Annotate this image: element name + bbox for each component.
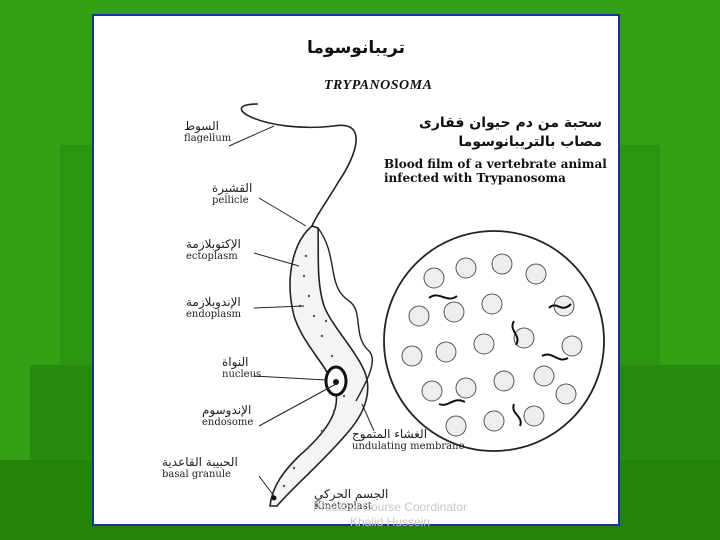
caption-line: مصاب بالتريبانوسوما bbox=[458, 133, 602, 150]
label-arabic: الحبيبة القاعدية bbox=[162, 455, 238, 469]
label-english: Kinetoplast bbox=[314, 501, 372, 513]
label-arabic: السوط bbox=[184, 119, 219, 133]
endosome-dot bbox=[333, 379, 339, 385]
label-arabic: الإكتوبلازمة bbox=[186, 237, 241, 251]
caption-line: infected with Trypanosoma bbox=[384, 170, 566, 185]
label-pellicle: القشيرة pellicle bbox=[212, 181, 253, 207]
caption-line: سحبة من دم حيوان فقارى bbox=[419, 115, 602, 131]
label-arabic: الإندوبلازمة bbox=[186, 295, 241, 309]
label-arabic: القشيرة bbox=[212, 181, 253, 195]
label-endosome: الإندوسوم endosome bbox=[202, 403, 254, 429]
label-english: endoplasm bbox=[186, 309, 241, 321]
footer-line: Khalid Hussein bbox=[349, 515, 431, 529]
label-arabic: الغشاء المتموج bbox=[352, 427, 428, 441]
flagellum-line bbox=[240, 103, 357, 227]
label-arabic: الجسم الحركي bbox=[314, 487, 389, 501]
label-english: basal granule bbox=[162, 469, 231, 481]
label-english: flagellum bbox=[184, 133, 232, 145]
basal-granule-dot bbox=[271, 495, 277, 501]
blood-film-caption-english: Blood film of a vertebrate animal infect… bbox=[384, 157, 624, 186]
label-english: ectoplasm bbox=[186, 251, 238, 263]
footer-credit: Practical Course Coordinator Khalid Huss… bbox=[300, 500, 480, 530]
diagram-card: تريبانوسوما TRYPANOSOMA bbox=[92, 14, 620, 526]
label-ectoplasm: الإكتوبلازمة ectoplasm bbox=[186, 237, 241, 263]
footer-line: Practical Course Coordinator bbox=[312, 500, 468, 514]
undulating-membrane bbox=[317, 227, 374, 402]
label-english: undulating membrane bbox=[352, 441, 465, 453]
label-endoplasm: الإندوبلازمة endoplasm bbox=[186, 295, 241, 321]
title-english: TRYPANOSOMA bbox=[324, 78, 433, 93]
trypanosoma-illustration bbox=[228, 103, 605, 507]
blood-cells bbox=[401, 253, 583, 437]
label-kinetoplast: الجسم الحركي Kinetoplast bbox=[314, 487, 389, 513]
title-arabic: تريبانوسوما bbox=[307, 38, 405, 58]
label-basal-granule: الحبيبة القاعدية basal granule bbox=[162, 455, 238, 481]
blood-film-caption-arabic: سحبة من دم حيوان فقارى مصاب بالتريبانوسو… bbox=[412, 114, 602, 152]
caption-line: Blood film of a vertebrate animal bbox=[384, 157, 607, 171]
label-undulating-membrane: الغشاء المتموج undulating membrane bbox=[352, 427, 465, 453]
pointer-lines bbox=[228, 125, 375, 497]
label-english: nucleus bbox=[222, 369, 262, 381]
label-english: pellicle bbox=[212, 195, 249, 207]
label-arabic: النواة bbox=[222, 355, 249, 369]
parasites bbox=[428, 294, 572, 427]
body-outline bbox=[269, 225, 369, 507]
label-flagellum: السوط flagellum bbox=[184, 119, 232, 145]
label-english: endosome bbox=[202, 417, 254, 429]
label-arabic: الإندوسوم bbox=[202, 403, 252, 417]
label-nucleus: النواة nucleus bbox=[222, 355, 262, 381]
